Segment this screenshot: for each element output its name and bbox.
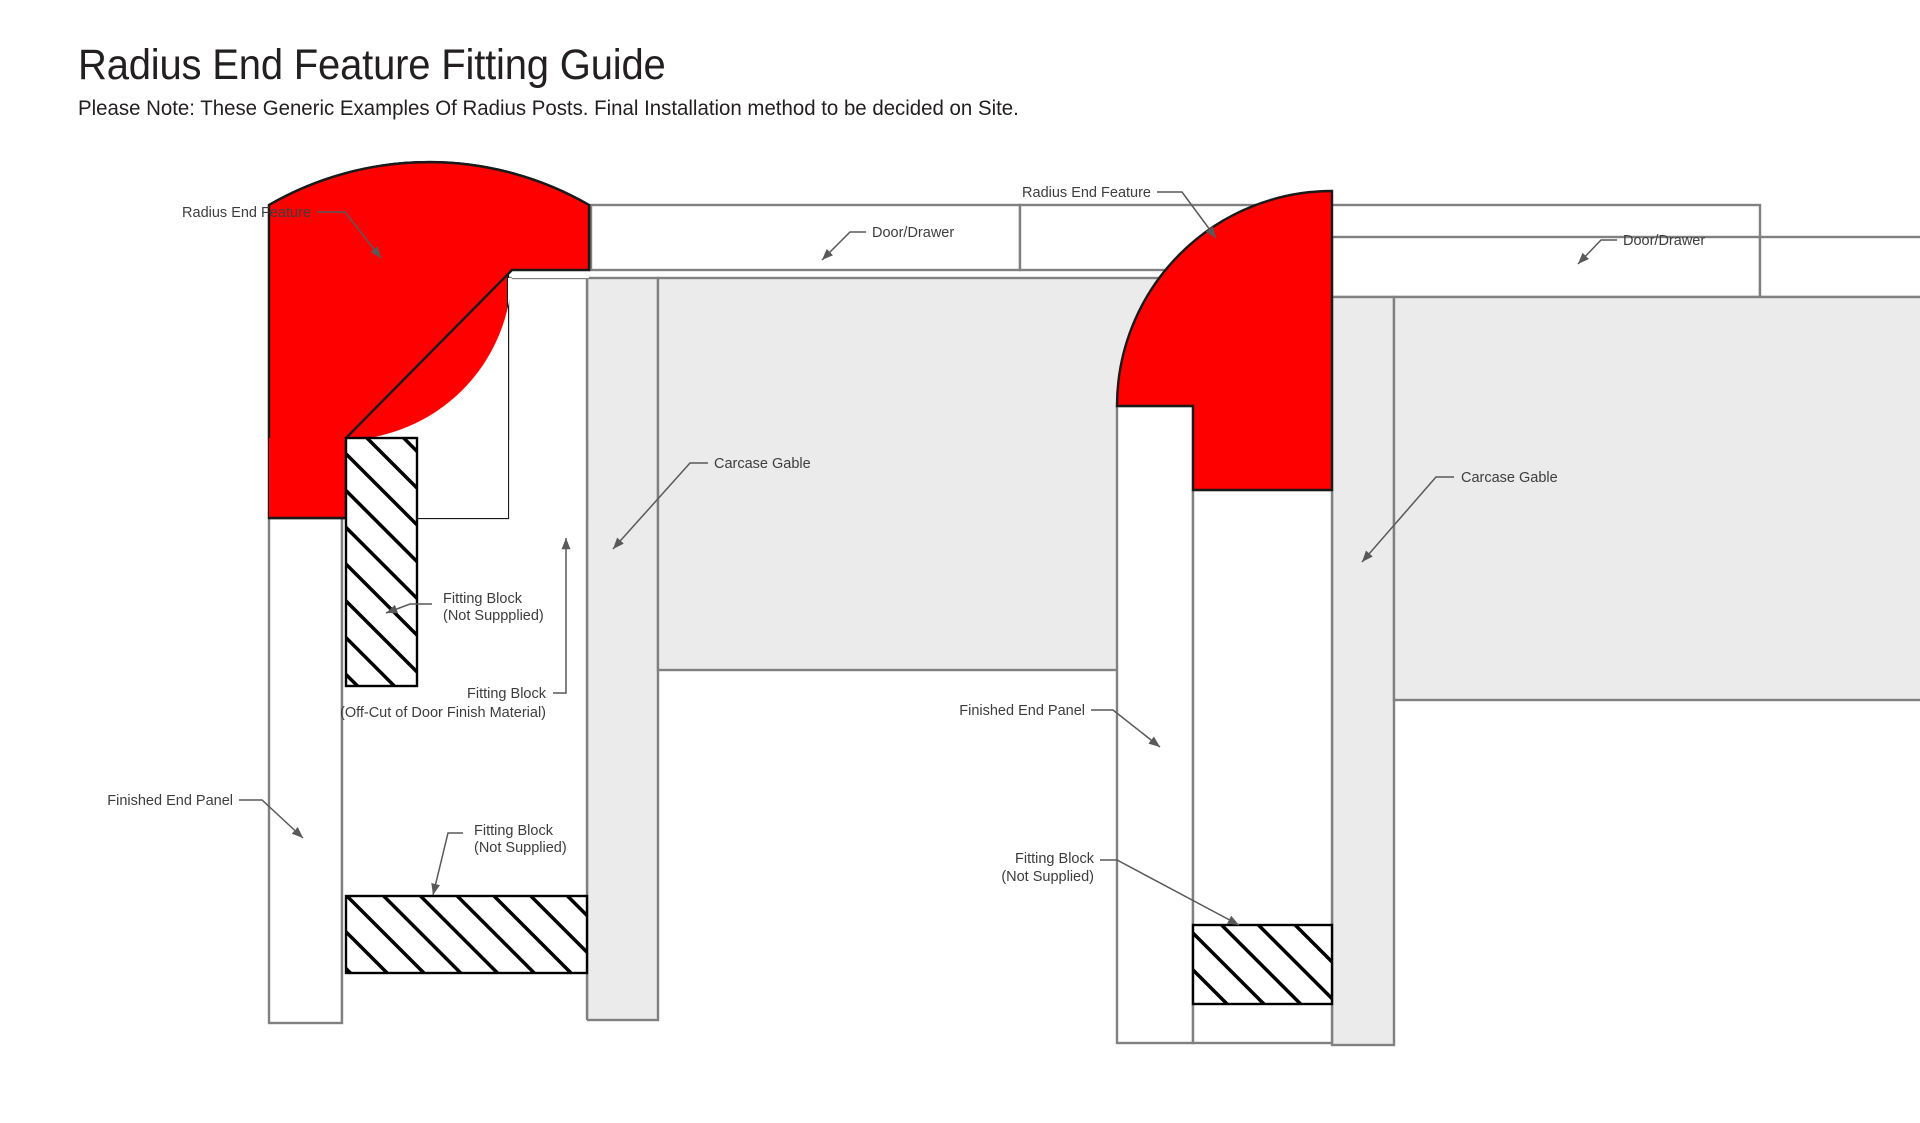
right-label-fitting-block-line2: (Not Supplied) [1001,869,1094,885]
left-label-fitting-block-lower-line2: (Not Supplied) [474,840,567,856]
left-label-door-drawer: Door/Drawer [872,225,954,241]
right-label-radius-end-feature: Radius End Feature [1022,185,1151,201]
left-radius-feature-inner-notch [269,438,346,518]
left-leader-fitting-block-lower [431,832,463,896]
left-fitting-block-upper [344,436,419,688]
left-label-radius-end-feature: Radius End Feature [182,205,311,221]
left-leader-finished-end-panel [239,799,304,839]
left-label-fitting-block-upper-line1: Fitting Block [443,591,523,607]
page-title: Radius End Feature Fitting Guide [78,41,666,89]
left-label-fitting-block-lower-line1: Fitting Block [474,823,554,839]
left-leader-radius-end-feature [317,211,382,259]
right-leader-radius-end-feature [1157,191,1217,239]
left-door-drawer-part [589,203,1022,272]
left-leader-carcase-gable [612,462,708,550]
left-carcase-gable [585,276,660,1022]
page-subtitle: Please Note: These Generic Examples Of R… [78,96,1019,120]
right-label-carcase-gable: Carcase Gable [1461,470,1558,486]
right-leader-fitting-block [1100,859,1240,926]
right-label-finished-end-panel: Finished End Panel [959,703,1085,719]
right-carcase-gable [1330,295,1396,1047]
left-label-carcase-gable: Carcase Gable [714,456,811,472]
right-door-drawer-part [1330,235,1762,299]
left-label-finished-end-panel: Finished End Panel [107,793,233,809]
left-finished-end-panel [267,511,344,1025]
left-label-fitting-block-offcut-line1: Fitting Block [467,686,547,702]
right-carcase-shelf [1392,295,1920,702]
right-leader-finished-end-panel [1091,709,1161,748]
right-door-drawer-part-extension [1758,235,1920,299]
left-leader-fitting-block-upper [385,603,432,614]
left-label-fitting-block-upper-line2: (Not Suppplied) [443,608,544,624]
left-leader-fitting-block-offcut [553,538,571,694]
right-label-fitting-block-line1: Fitting Block [1015,851,1095,867]
left-fitting-block-lower [344,894,589,975]
right-finished-end-panel [1115,404,1195,1045]
left-leader-door-drawer [821,231,866,261]
right-leader-door-drawer [1577,239,1617,265]
right-leader-carcase-gable [1361,476,1454,563]
right-radius-end-feature [1115,189,1334,492]
right-label-door-drawer: Door/Drawer [1623,233,1705,249]
left-radius-feature-final [267,161,591,520]
right-fitting-block [1191,923,1334,1006]
left-label-fitting-block-offcut-line2: (Off-Cut of Door Finish Material) [340,705,546,721]
right-diagram: Radius End Feature Door/Drawer Carcase G… [959,185,1920,1047]
